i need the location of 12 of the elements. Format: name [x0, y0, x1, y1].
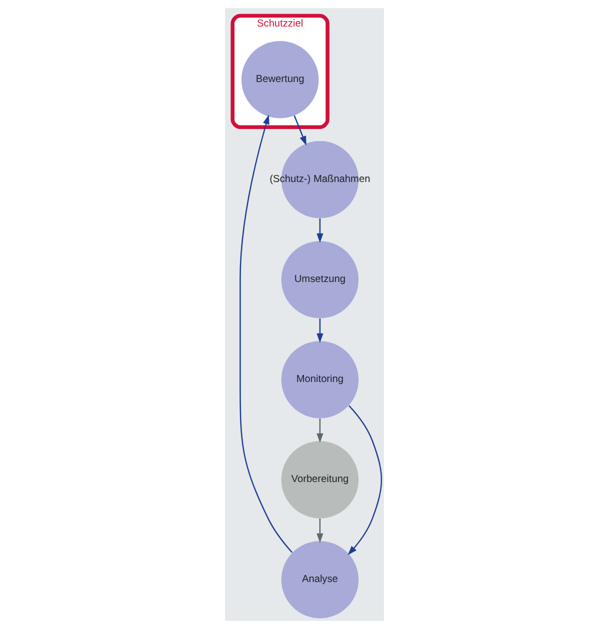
- node-circle: Monitoring: [280, 341, 358, 418]
- arrow: [293, 115, 306, 146]
- arrow: [316, 318, 323, 343]
- arrow: [316, 418, 323, 443]
- arrow: [239, 114, 292, 553]
- node-label: (Schutz-) Maßnahmen: [269, 174, 370, 186]
- arrow: [316, 218, 323, 243]
- node-circle: Umsetzung: [280, 241, 358, 318]
- node-circle: Bewertung: [240, 41, 318, 118]
- arrow: [347, 405, 382, 556]
- node-circle: Vorbereitung: [280, 441, 358, 518]
- arrow: [316, 518, 323, 543]
